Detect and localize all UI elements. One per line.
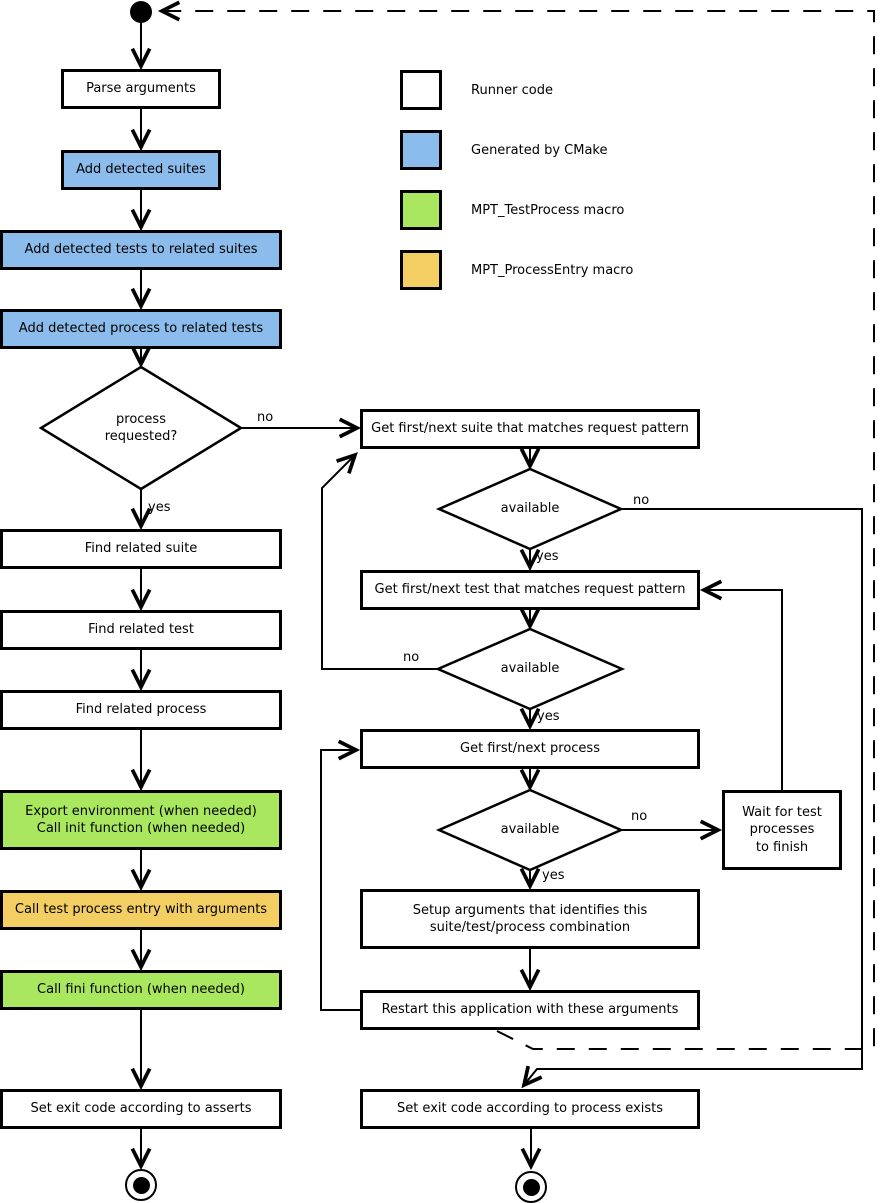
node-get-test: Get first/next test that matches request… <box>360 570 700 610</box>
end-node-left <box>125 1169 157 1201</box>
edge-label-no: no <box>403 650 420 665</box>
node-text-line: Setup arguments that identifies this <box>412 902 648 918</box>
legend-swatch-runner-code <box>400 70 442 110</box>
node-call-test-entry: Call test process entry with arguments <box>0 890 282 930</box>
node-find-related-test: Find related test <box>0 610 282 650</box>
node-get-process: Get first/next process <box>360 729 700 769</box>
node-setup-arguments: Setup arguments that identifies this sui… <box>360 889 700 949</box>
decision-suite-available <box>435 467 625 551</box>
start-node <box>130 1 152 23</box>
node-text-line: Wait for test <box>742 805 822 821</box>
node-add-detected-tests: Add detected tests to related suites <box>0 230 282 270</box>
node-find-related-process: Find related process <box>0 690 282 730</box>
node-get-suite: Get first/next suite that matches reques… <box>360 409 700 449</box>
legend-item-generated-cmake: Generated by CMake <box>400 130 608 170</box>
node-text-line: processes <box>749 822 815 838</box>
node-set-exit-asserts: Set exit code according to asserts <box>0 1089 282 1129</box>
end-node-left-dot <box>132 1176 150 1194</box>
node-export-environment: Export environment (when needed) Call in… <box>0 790 282 850</box>
edge-label-no: no <box>631 809 648 824</box>
edge-label-yes: yes <box>537 709 560 724</box>
edge-label-yes: yes <box>536 549 559 564</box>
end-node-right <box>515 1171 547 1203</box>
node-text-line: Call init function (when needed) <box>36 821 246 836</box>
node-text-line: Export environment (when needed) <box>25 803 257 819</box>
legend-swatch-processentry-macro <box>400 250 442 290</box>
decision-label-process-available: available <box>500 822 560 838</box>
edge-label-yes: yes <box>542 868 565 883</box>
node-call-fini: Call fini function (when needed) <box>0 970 282 1010</box>
edge-label-yes: yes <box>148 500 171 515</box>
edge-avail2-no-loop-to-getsuite <box>321 452 438 670</box>
legend-label-testprocess-macro: MPT_TestProcess macro <box>471 202 625 218</box>
decision-label-line: requested? <box>104 429 178 444</box>
legend-item-testprocess-macro: MPT_TestProcess macro <box>400 190 624 230</box>
decision-label-line: process <box>116 411 166 427</box>
node-find-related-suite: Find related suite <box>0 529 282 569</box>
edge-wait-to-gettest <box>699 579 783 790</box>
edge-restart-loop-to-getprocess <box>320 739 361 1011</box>
decision-process-available <box>435 788 625 872</box>
node-parse-arguments: Parse arguments <box>61 69 221 109</box>
node-add-detected-suites: Add detected suites <box>61 150 221 190</box>
edge-label-no: no <box>633 493 650 508</box>
edge-label-no: no <box>257 410 274 425</box>
legend-label-processentry-macro: MPT_ProcessEntry macro <box>471 262 634 278</box>
decision-test-available <box>434 627 626 711</box>
decision-process-requested <box>38 365 244 491</box>
legend-swatch-generated-cmake <box>400 130 442 170</box>
legend-item-processentry-macro: MPT_ProcessEntry macro <box>400 250 633 290</box>
node-add-detected-process: Add detected process to related tests <box>0 309 282 349</box>
decision-label-suite-available: available <box>500 501 560 517</box>
node-set-exit-process: Set exit code according to process exist… <box>360 1089 700 1129</box>
node-restart-application: Restart this application with these argu… <box>360 990 700 1030</box>
legend-label-runner-code: Runner code <box>471 82 553 98</box>
node-text-line: to finish <box>755 839 809 855</box>
legend-item-runner-code: Runner code <box>400 70 553 110</box>
node-text-line: suite/test/process combination <box>429 920 631 935</box>
decision-label-process-requested: process requested? <box>71 404 211 452</box>
legend-label-generated-cmake: Generated by CMake <box>471 142 608 158</box>
edge-avail1-no-to-exitprocess <box>521 508 863 1089</box>
legend-swatch-testprocess-macro <box>400 190 442 230</box>
decision-label-test-available: available <box>500 661 560 677</box>
end-node-right-dot <box>522 1178 540 1196</box>
node-wait-for-processes: Wait for test processes to finish <box>722 790 842 870</box>
